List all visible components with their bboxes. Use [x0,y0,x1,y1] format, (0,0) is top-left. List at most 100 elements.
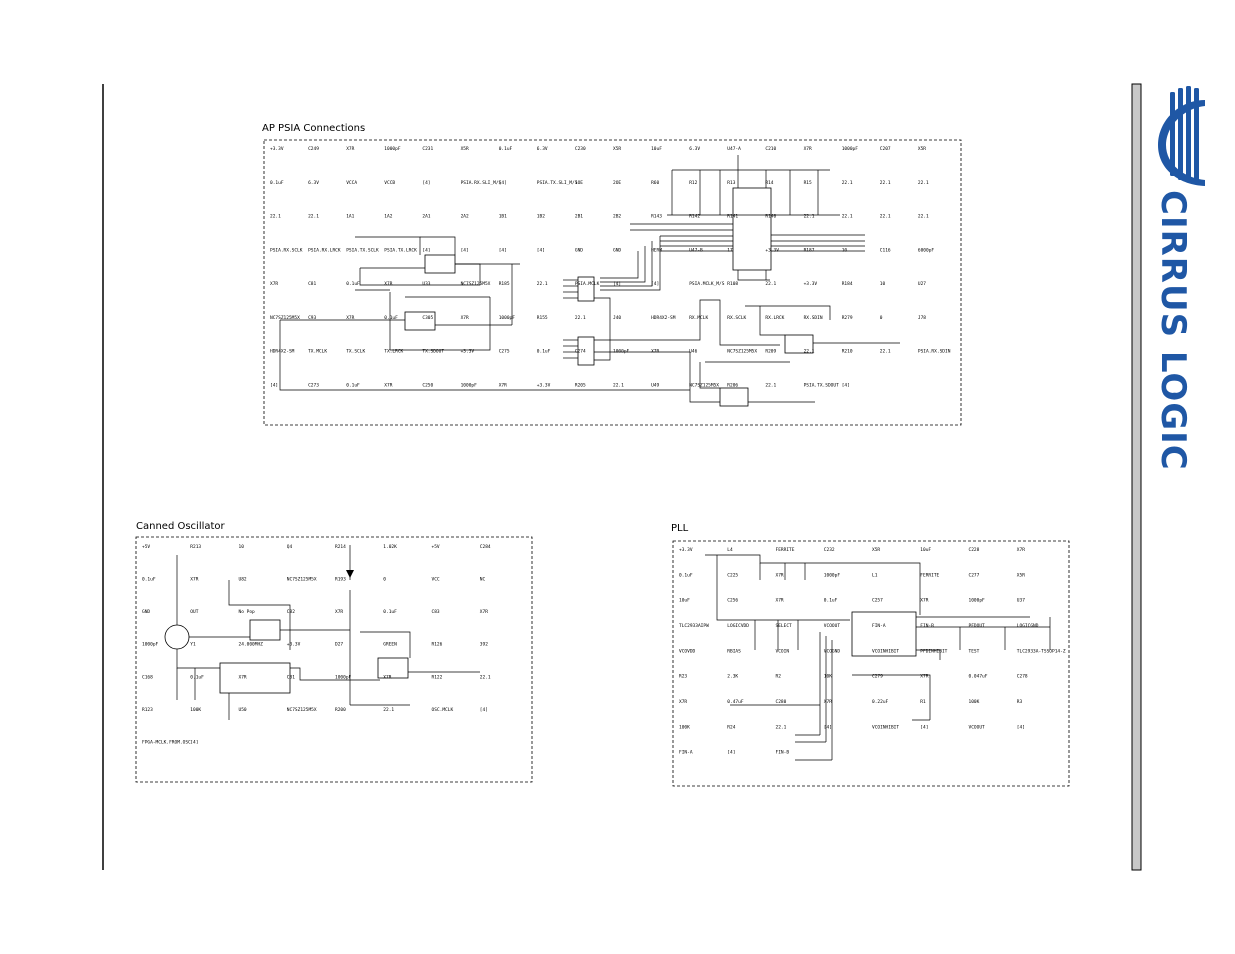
psia-component-label: R185 [499,281,510,287]
pll-component-label: C277 [969,572,980,578]
psia-component-label: 22.1 [880,180,891,186]
psia-component-label: U33 [422,281,430,287]
pll-component-label: TLC2933A-TSSOP14-Z [1017,648,1066,654]
pll-component-label: X7R [920,674,928,680]
psia-component-label: 0 [880,315,883,321]
psia-component-label: 22.1 [270,214,281,220]
psia-component-label: X7R [346,146,354,152]
psia-component-label: J78 [918,315,926,321]
osc-component-label: R214 [335,544,346,550]
osc-component-label: FPGA-MCLK.FROM.OSC [142,739,191,745]
psia-component-label: C81 [308,281,316,287]
u46-buffer [784,334,814,354]
psia-component-label: C274 [575,349,586,355]
psia-component-label: R14 [765,180,773,186]
psia-component-label: 6.3V [308,180,319,186]
psia-component-label: TX.LRCK [384,349,403,355]
osc-component-label: 1000pF [142,642,159,648]
osc-component-label: 0.1uF [142,577,156,583]
psia-component-label: 6.3V [537,146,548,152]
psia-component-label: TX.MCLK [308,349,327,355]
psia-component-label: 22.1 [613,382,624,388]
pll-component-label: X7R [776,572,784,578]
psia-component-label: R187 [804,247,815,253]
pll-component-label: FIN-B [920,623,934,629]
psia-component-label: X7R [651,349,659,355]
psia-component-label: R206 [727,382,738,388]
osc-component-label: OUT [190,609,198,615]
pll-component-label: C225 [727,572,738,578]
psia-component-label: NC7SZ125M5X [461,281,491,287]
psia-component-label: X5R [461,146,469,152]
osc-component-label: C81 [287,674,295,680]
psia-component-label: 1000pF [384,146,401,152]
pll-component-label: 10K [824,674,832,680]
pll-component-label: X5R [872,547,880,553]
pll-component-label: VCOOUT [969,724,986,730]
oscillator-section-title: Canned Oscillator [136,521,226,532]
pll-component-label: FIN-A [872,623,886,629]
u50-buffer [377,657,409,679]
psia-component-label: [4] [422,247,430,253]
psia-component-label: [4] [651,281,659,287]
pll-component-label: [4] [1017,724,1025,730]
psia-component-label: VCCB [384,180,395,186]
psia-component-label: 22.1 [804,349,815,355]
psia-component-label: [4] [499,247,507,253]
psia-component-label: 2B1 [575,214,583,220]
osc-component-label: 22.1 [383,707,394,713]
psia-component-label: 22.1 [842,214,853,220]
psia-component-label: X7R [270,281,278,287]
osc-component-label: Y1 [190,642,196,648]
pll-component-label: FERRITE [920,572,939,578]
pll-section-box [672,540,1070,787]
psia-component-label: 22.1 [765,281,776,287]
psia-component-label: U46 [689,349,697,355]
osc-component-label: NC [480,577,486,583]
psia-component-label: R60 [651,180,659,186]
psia-component-label: PSIA.RX.SLI_M/S [461,180,502,186]
osc-component-label: R200 [335,707,346,713]
pll-component-label: 0.47uF [727,699,744,705]
psia-component-label: X7R [461,315,469,321]
osc-component-label: X7R [190,577,198,583]
psia-component-label: +3.3V [270,146,284,152]
psia-component-label: GND [613,247,621,253]
osc-component-label: Q4 [287,544,293,550]
osc-component-label: R193 [335,577,346,583]
pll-component-label: [4] [920,724,928,730]
pll-component-label: 10uF [920,547,931,553]
pll-component-label: FERRITE [776,547,795,553]
psia-section-title: AP PSIA Connections [262,123,365,134]
psia-component-label: 1000pF [461,382,478,388]
pll-component-label: C256 [727,598,738,604]
psia-component-label: R143 [651,214,662,220]
pll-component-label: VCOINHIBIT [872,724,899,730]
osc-component-label: C168 [142,674,153,680]
osc-component-label: U82 [239,577,247,583]
osc-component-label: GREEN [383,642,397,648]
psia-component-label: 1A2 [384,214,392,220]
psia-component-label: C249 [308,146,319,152]
psia-component-label: C305 [422,315,433,321]
psia-component-label: 2A2 [461,214,469,220]
osc-component-label: GND [142,609,150,615]
psia-component-label: RX.SCLK [727,315,746,321]
pll-component-label: FIN-A [679,750,693,756]
y1-oscillator [219,662,291,694]
psia-component-label: R108 [727,281,738,287]
psia-component-label: [4] [537,247,545,253]
psia-component-label: +3.3V [461,349,475,355]
osc-component-label: X7R [239,674,247,680]
u37-pll-chip [851,611,917,657]
psia-component-label: 2A1 [422,214,430,220]
pll-component-label: C228 [969,547,980,553]
pll-component-label: R2 [776,674,782,680]
psia-component-label: 22.1 [765,382,776,388]
psia-component-label: TX.SCLK [346,349,365,355]
psia-component-label: PSIA.RX.LRCK [308,247,341,253]
psia-component-label: 1000pF [613,349,630,355]
